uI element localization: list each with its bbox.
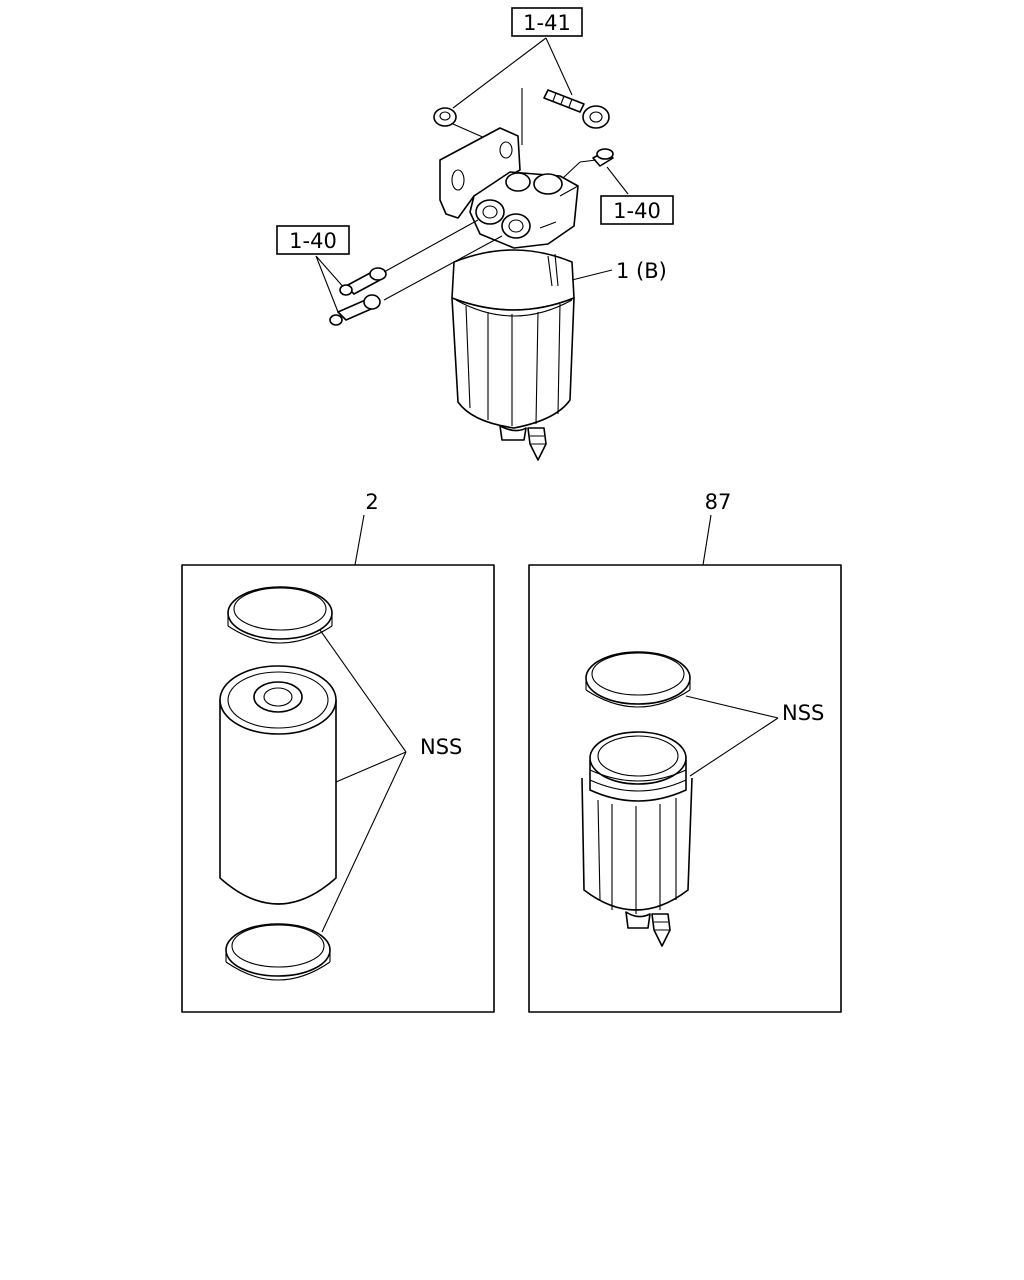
callout-ref-fittings[interactable]: 1-40 — [276, 225, 350, 255]
filter-housing — [451, 249, 575, 441]
callout-ref-fittings-text: 1-40 — [289, 229, 337, 253]
bowl-seal-ring — [585, 651, 691, 708]
flange-nut — [433, 107, 457, 127]
drain-valve — [527, 427, 547, 461]
callout-ref-plug-text: 1-40 — [613, 199, 661, 223]
element-kit-panel: 2 NSS — [181, 490, 495, 1013]
callout-ref-bolt-text: 1-41 — [523, 11, 571, 35]
callout-ref-bolt[interactable]: 1-41 — [511, 7, 583, 37]
filter-bowl — [581, 731, 693, 929]
callout-element-kit[interactable]: 2 — [365, 490, 378, 514]
hose-fitting-lower — [329, 294, 381, 326]
filter-element — [219, 665, 337, 905]
hose-fitting-upper — [339, 267, 387, 296]
filter-head — [469, 171, 579, 249]
callout-assembly[interactable]: 1 (B) — [616, 259, 667, 283]
bowl-kit-panel: 87 NSS — [528, 490, 842, 1013]
callout-nss-bowl[interactable]: NSS — [782, 701, 824, 725]
bowl-drain-valve — [651, 913, 671, 947]
mounting-bolt — [543, 89, 610, 129]
plug — [592, 148, 614, 167]
seal-ring-top — [227, 586, 333, 644]
filter-assembly-drawing: 1-41 1-40 — [276, 7, 674, 461]
callout-nss-element[interactable]: NSS — [420, 735, 462, 759]
seal-ring-bottom — [225, 923, 331, 981]
callout-bowl-kit[interactable]: 87 — [705, 490, 732, 514]
callout-ref-plug[interactable]: 1-40 — [600, 195, 674, 225]
